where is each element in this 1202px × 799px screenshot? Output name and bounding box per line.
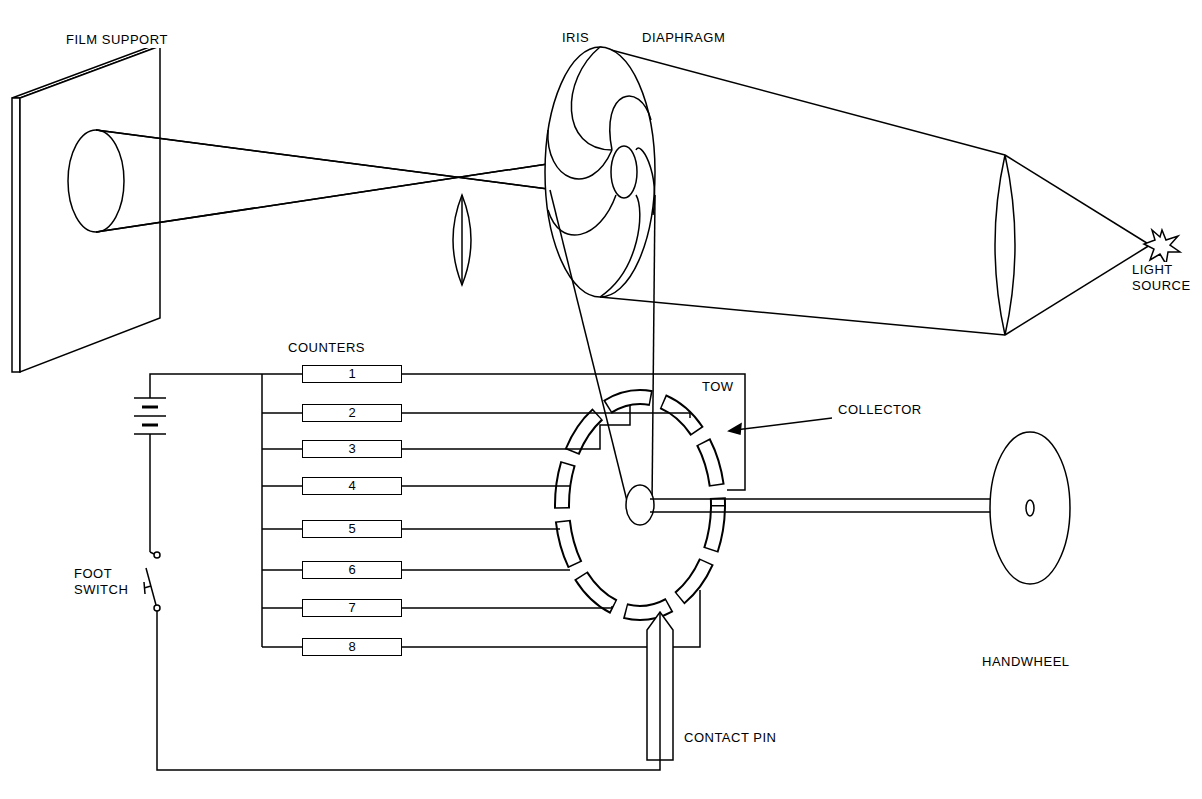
part-label: TOW [700, 379, 736, 395]
projected-image [68, 130, 124, 232]
shaft [650, 511, 1012, 513]
switch-contact [154, 552, 160, 558]
counter-number: 5 [348, 522, 355, 536]
shaft [650, 498, 1012, 500]
light-source-star [1144, 230, 1180, 264]
iris-blade [548, 130, 612, 179]
iris-diaphragm [545, 47, 655, 297]
part-label: HANDWHEEL [980, 654, 1072, 670]
wire [261, 374, 263, 647]
handwheel [990, 432, 1070, 584]
part-label: COLLECTOR [836, 402, 924, 418]
lens-axis [461, 195, 463, 285]
wire [262, 412, 302, 414]
counter-box: 4 [302, 477, 402, 495]
wire [150, 552, 154, 554]
handwheel-hub [1026, 500, 1034, 516]
counter-box: 1 [302, 365, 402, 383]
collector-hub [626, 485, 654, 525]
counter-box: 6 [302, 561, 402, 579]
battery-plate [134, 397, 166, 399]
battery-plate [142, 424, 158, 427]
collector-segments [562, 397, 718, 613]
part-label: DIAPHRAGM [640, 30, 727, 46]
part-label: COUNTERS [286, 340, 367, 356]
battery-plate [134, 415, 166, 417]
wire [402, 606, 612, 608]
light-ray [1005, 245, 1150, 335]
tow-line [550, 190, 628, 505]
iris-blade [548, 195, 616, 235]
wire [262, 569, 302, 571]
wire [402, 374, 745, 490]
lens [453, 195, 471, 285]
part-label: IRIS [560, 30, 591, 46]
wire [262, 485, 302, 487]
counter-number: 7 [348, 601, 355, 615]
contact-pin-edge [659, 612, 661, 760]
counter-number: 3 [348, 442, 355, 456]
wire [402, 569, 570, 571]
part-label: FOOT SWITCH [72, 566, 138, 598]
iris-blade [610, 96, 651, 150]
counter-box: 7 [302, 599, 402, 617]
contact-pin [647, 612, 673, 760]
iris-opening [611, 146, 637, 198]
counter-number: 1 [348, 367, 355, 381]
counter-number: 8 [348, 640, 355, 654]
counter-number: 4 [348, 479, 355, 493]
tow-line [652, 195, 655, 505]
counter-number: 6 [348, 563, 355, 577]
film-support-panel [20, 46, 160, 372]
part-label: LIGHT SOURCE [1130, 262, 1196, 294]
wire [402, 485, 570, 487]
collector-segments-inner [562, 397, 718, 613]
counter-box: 2 [302, 404, 402, 422]
light-ray [1005, 155, 1150, 245]
light-tube [600, 297, 1005, 335]
wire [402, 528, 560, 530]
wire [262, 646, 302, 648]
wire [262, 448, 302, 450]
wire [402, 405, 630, 449]
counter-box: 3 [302, 440, 402, 458]
counter-number: 2 [348, 406, 355, 420]
switch-actuator [144, 582, 145, 594]
counter-box: 8 [302, 638, 402, 656]
wire [149, 434, 151, 552]
leader-arrowhead [729, 424, 741, 434]
part-label: CONTACT PIN [682, 730, 778, 746]
wire [262, 528, 302, 530]
wire [262, 607, 302, 609]
part-label: FILM SUPPORT [64, 32, 170, 48]
iris-blade [571, 47, 612, 150]
wire [157, 611, 660, 770]
wire [402, 413, 690, 418]
switch-contact [154, 605, 160, 611]
wire [150, 374, 302, 398]
iris-blade [600, 195, 640, 297]
light-tube [600, 47, 1005, 155]
film-support-edge [12, 98, 20, 372]
counter-box: 5 [302, 520, 402, 538]
leader-line [735, 418, 832, 430]
battery-plate [142, 406, 158, 409]
condenser-lens [995, 155, 1015, 335]
